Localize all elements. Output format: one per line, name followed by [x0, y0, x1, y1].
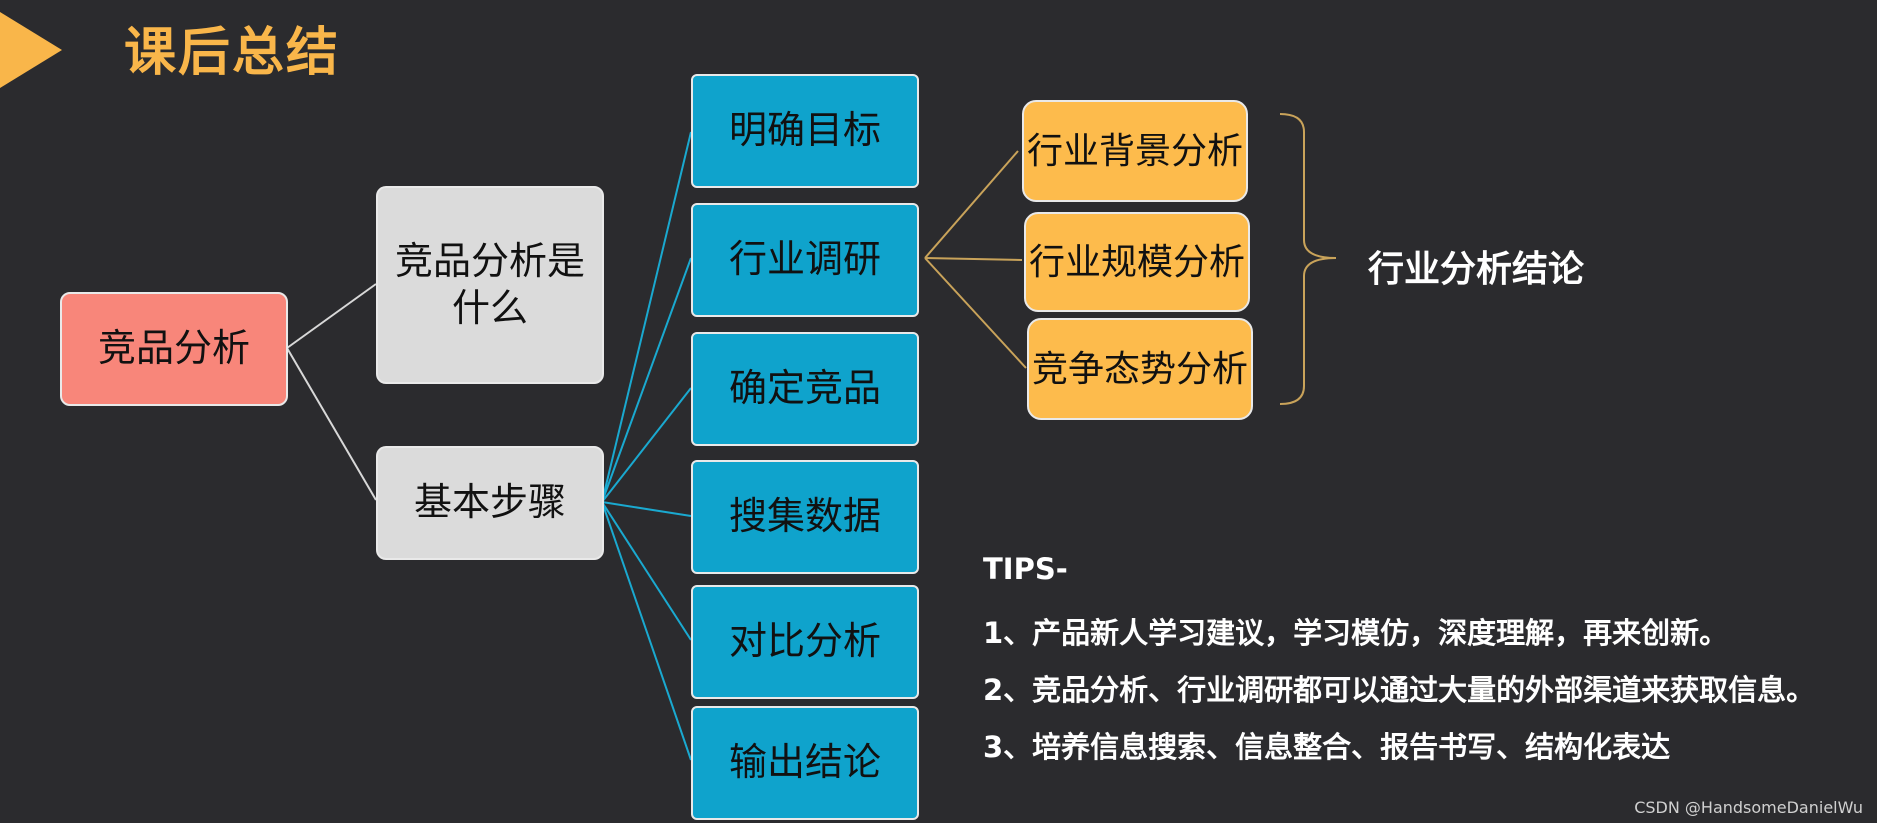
tip-item: 1、产品新人学习建议，学习模仿，深度理解，再来创新。: [983, 616, 1729, 650]
link-steps-industry: [601, 257, 692, 503]
tip-item: 2、竞品分析、行业调研都可以通过大量的外部渠道来获取信息。: [983, 673, 1816, 707]
title-arrow-icon: [0, 12, 62, 88]
link-root-what: [286, 283, 377, 349]
competition-landscape-analysis: 竞争态势分析: [1027, 318, 1253, 420]
industry-analysis-conclusion: 行业分析结论: [1368, 249, 1585, 290]
step-pick-competitors: 确定竞品: [691, 332, 919, 446]
industry-background-analysis: 行业背景分析: [1022, 100, 1248, 202]
tip-item: 3、培养信息搜索、信息整合、报告书写、结构化表达: [983, 730, 1671, 764]
link-steps-data: [601, 501, 692, 517]
node-root: 竞品分析: [60, 292, 288, 406]
link-industry-competition: [924, 257, 1027, 369]
step-define-goal: 明确目标: [691, 74, 919, 188]
link-root-steps: [286, 347, 377, 501]
link-steps-output: [601, 501, 692, 761]
industry-scale-analysis: 行业规模分析: [1024, 212, 1250, 312]
step-collect-data: 搜集数据: [691, 460, 919, 574]
watermark-credit: CSDN @HandsomeDanielWu: [1634, 798, 1863, 817]
slide-title: 课后总结: [124, 23, 341, 83]
step-compare-analysis: 对比分析: [691, 585, 919, 699]
link-steps-goal: [601, 131, 692, 503]
step-output-conclusion: 输出结论: [691, 706, 919, 820]
step-industry-research: 行业调研: [691, 203, 919, 317]
node-basic-steps: 基本步骤: [376, 446, 604, 560]
node-what-is: 竞品分析是什么: [376, 186, 604, 384]
link-industry-scale: [924, 257, 1023, 261]
tips-heading: TIPS-: [983, 552, 1068, 586]
link-steps-competitor: [601, 387, 692, 503]
link-steps-compare: [601, 501, 692, 641]
link-industry-background: [924, 150, 1019, 259]
right-brace: [1279, 113, 1337, 405]
